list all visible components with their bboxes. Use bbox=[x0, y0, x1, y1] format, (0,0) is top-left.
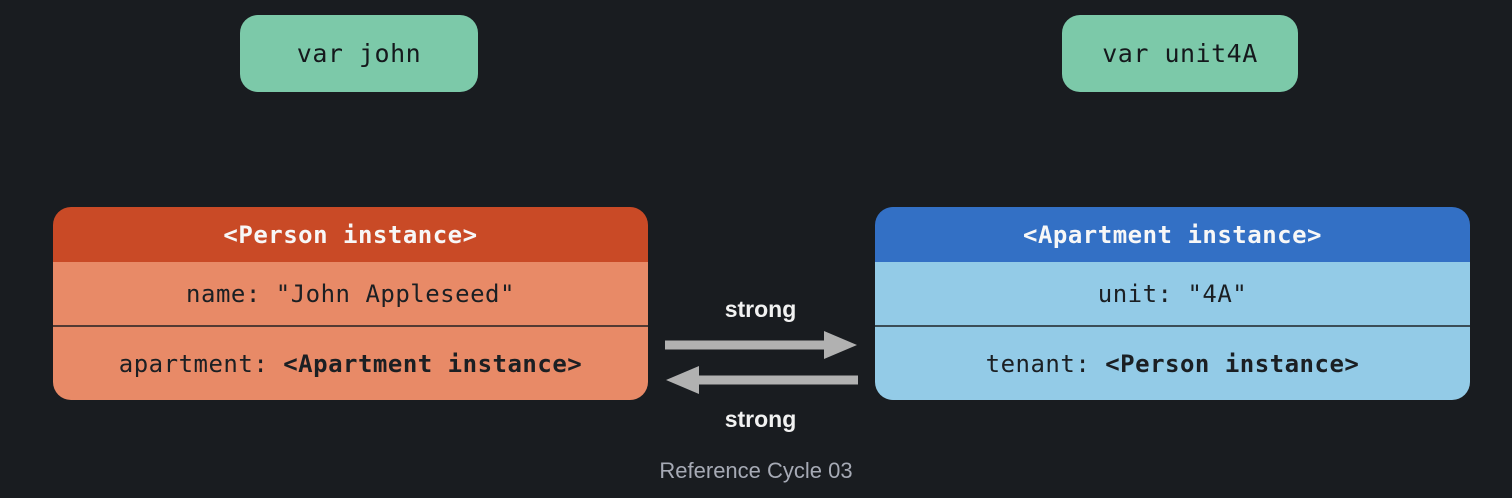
apartment-tenant-key: tenant: bbox=[985, 349, 1106, 378]
variable-box-john: var john bbox=[240, 15, 478, 92]
apartment-unit-value: unit: "4A" bbox=[1097, 279, 1248, 308]
person-instance-header: <Person instance> bbox=[53, 207, 648, 262]
variable-label-john: var john bbox=[296, 39, 422, 68]
arrow-right-icon bbox=[665, 331, 857, 359]
apartment-instance-box: <Apartment instance> unit: "4A" tenant: … bbox=[875, 207, 1470, 400]
apartment-instance-header: <Apartment instance> bbox=[875, 207, 1470, 262]
person-instance-box: <Person instance> name: "John Appleseed"… bbox=[53, 207, 648, 400]
strong-label-forward: strong bbox=[724, 296, 797, 322]
person-apartment-value: <Apartment instance> bbox=[283, 349, 583, 378]
arrow-right-shaft bbox=[665, 340, 827, 350]
arrow-left-head bbox=[666, 366, 699, 394]
apartment-unit-row: unit: "4A" bbox=[875, 262, 1470, 325]
variable-box-unit4a: var unit4A bbox=[1062, 15, 1298, 92]
apartment-instance-title: <Apartment instance> bbox=[1023, 220, 1322, 249]
arrow-right-head bbox=[824, 331, 857, 359]
person-apartment-key: apartment: bbox=[118, 349, 284, 378]
person-instance-title: <Person instance> bbox=[223, 220, 478, 249]
person-name-row: name: "John Appleseed" bbox=[53, 262, 648, 325]
variable-label-unit4a: var unit4A bbox=[1102, 39, 1258, 68]
person-apartment-row: apartment: <Apartment instance> bbox=[53, 325, 648, 400]
apartment-tenant-row: tenant: <Person instance> bbox=[875, 325, 1470, 400]
diagram-caption: Reference Cycle 03 bbox=[659, 458, 853, 483]
strong-label-backward: strong bbox=[724, 406, 797, 432]
apartment-tenant-value: <Person instance> bbox=[1105, 349, 1360, 378]
person-name-value: name: "John Appleseed" bbox=[186, 279, 515, 308]
strong-reference-arrows bbox=[665, 331, 858, 394]
arrow-left-icon bbox=[666, 366, 858, 394]
arrow-left-shaft bbox=[696, 375, 858, 385]
